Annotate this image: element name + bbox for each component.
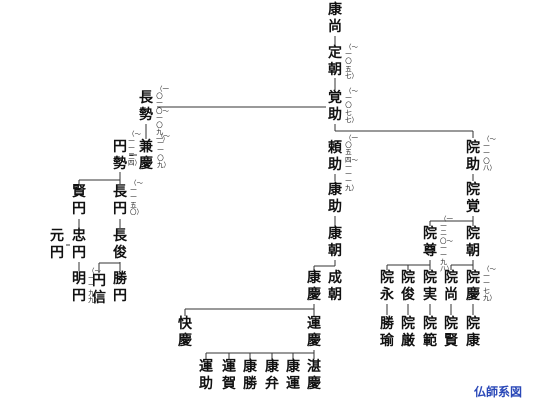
node-insho: 院尚: [444, 270, 458, 303]
node-incho: 院朝: [466, 226, 480, 259]
node-enshin: 円信: [92, 273, 106, 306]
node-injo: 院助: [466, 140, 480, 173]
node-inken: 院賢: [444, 316, 458, 349]
date-jocho: （〜一〇五七）: [345, 43, 358, 80]
node-ensei: 円勢: [113, 139, 127, 172]
node-inkei: 院慶: [466, 270, 480, 303]
node-raijo: 頼助: [328, 140, 342, 173]
node-shoyu: 勝瑜: [380, 316, 394, 349]
node-unga: 運賀: [222, 359, 236, 392]
date-injo: （〜一一〇八）: [483, 135, 496, 172]
figure-caption: 仏師系図: [474, 385, 523, 399]
node-choshun: 長俊: [113, 228, 127, 261]
node-kosho2: 康勝: [243, 359, 257, 392]
node-chuen: 忠円: [72, 228, 86, 261]
node-shoen: 勝円: [113, 271, 127, 304]
node-inhan: 院範: [423, 316, 437, 349]
node-tankei: 湛慶: [307, 359, 321, 392]
node-koben: 康弁: [265, 359, 279, 392]
node-inson: 院尊: [423, 226, 437, 259]
node-unjo: 運助: [199, 359, 213, 392]
date-choen: （〜一一五〇）: [130, 179, 143, 216]
node-genen: 元円: [50, 228, 64, 261]
node-kaikei: 快慶: [178, 316, 192, 349]
node-inkaku: 院覚: [466, 182, 480, 215]
date-kakujo: （〜一〇七七）: [345, 87, 358, 124]
node-kojo: 康助: [328, 182, 342, 215]
date-inson: （一一二〇〜一一九八）: [440, 215, 453, 274]
node-myoen: 明円: [72, 271, 86, 304]
node-kosho: 康尚: [328, 2, 342, 35]
node-chosei: 長勢: [139, 90, 153, 123]
node-inei: 院永: [380, 270, 394, 303]
node-kakujo: 覚助: [328, 90, 342, 123]
date-inkei: （〜一一七九）: [483, 265, 496, 302]
node-seicho: 成朝: [328, 270, 342, 303]
node-inshun: 院俊: [401, 270, 415, 303]
node-injitsu: 院実: [423, 270, 437, 303]
node-unkei: 運慶: [307, 316, 321, 349]
node-kocho: 康朝: [328, 226, 342, 259]
date-kenkei: （〜一一〇九）: [157, 132, 170, 169]
node-inko: 院康: [466, 316, 480, 349]
node-choen: 長円: [113, 184, 127, 217]
date-raijo: （一〇五四〜一一一九）: [345, 134, 358, 193]
node-kenen: 賢円: [72, 184, 86, 217]
date-chosei: （一〇一〇〜一〇九一）: [156, 85, 169, 144]
node-jocho: 定朝: [328, 45, 342, 78]
date-ensei: （〜一一三四）: [128, 130, 141, 167]
node-kenkei: 兼慶: [139, 139, 153, 172]
date-enshin: （〜一一九九）: [88, 267, 101, 304]
node-koun: 康運: [286, 359, 300, 392]
node-kokei: 康慶: [307, 270, 321, 303]
node-ingen: 院厳: [401, 316, 415, 349]
